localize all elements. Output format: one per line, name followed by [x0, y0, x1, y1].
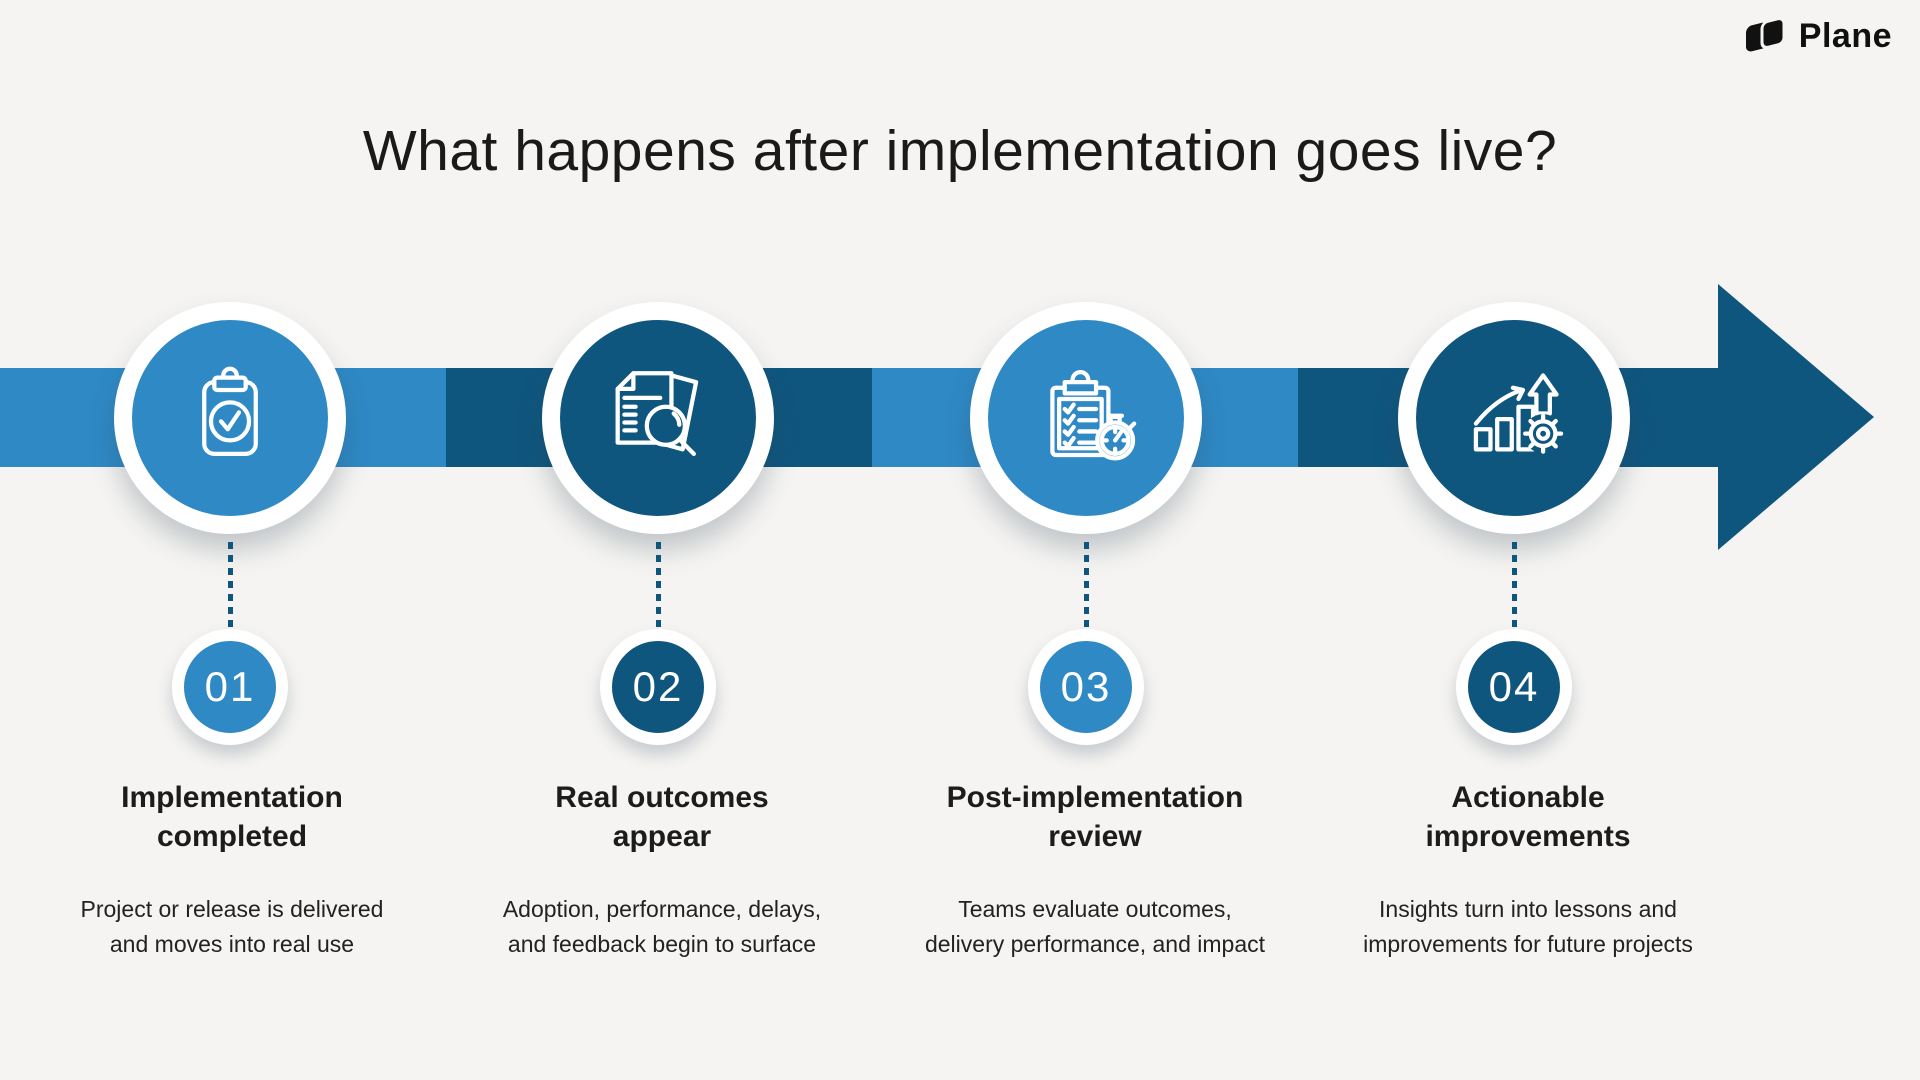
step-4-number-badge: 04 — [1456, 629, 1572, 745]
step-3-number: 03 — [1060, 663, 1112, 710]
step-1-number: 01 — [204, 663, 256, 710]
brand-logo: Plane — [1744, 16, 1892, 56]
step-2-number: 02 — [632, 663, 684, 710]
step-2-heading-line-1: Real outcomes — [555, 781, 769, 814]
step-3-description: Teams evaluate outcomes, delivery perfor… — [855, 892, 1335, 962]
step-4-number: 04 — [1488, 663, 1540, 710]
step-3-number-badge: 03 — [1028, 629, 1144, 745]
step-1-heading-line-1: Implementation — [121, 781, 343, 814]
step-4-connector — [1511, 542, 1517, 629]
step-4-desc-line-2: improvements for future projects — [1363, 931, 1693, 957]
step-3-desc-line-1: Teams evaluate outcomes, — [958, 896, 1232, 922]
step-4-heading-line-2: improvements — [1425, 820, 1631, 853]
step-1-heading-line-2: completed — [156, 820, 308, 853]
step-2-heading: Real outcomes appear — [422, 778, 902, 856]
step-2-number-badge: 02 — [600, 629, 716, 745]
brand-name: Plane — [1798, 16, 1892, 55]
timeline-arrowhead-icon — [1718, 284, 1874, 550]
step-3-heading-line-1: Post-implementation — [946, 781, 1244, 814]
step-3-connector — [1083, 542, 1089, 629]
step-3-heading-line-2: review — [1048, 820, 1142, 853]
step-1-connector — [227, 542, 233, 629]
step-4-heading: Actionable improvements — [1288, 778, 1768, 856]
step-2-desc-line-2: and feedback begin to surface — [507, 931, 817, 957]
step-3-heading: Post-implementation review — [855, 778, 1335, 856]
step-1-description: Project or release is delivered and move… — [0, 892, 472, 962]
step-3-desc-line-2: delivery performance, and impact — [924, 931, 1266, 957]
step-2-description: Adoption, performance, delays, and feedb… — [422, 892, 902, 962]
page-title: What happens after implementation goes l… — [362, 119, 1558, 183]
step-2-heading-line-2: appear — [612, 820, 712, 853]
step-1-desc-line-1: Project or release is delivered — [80, 896, 384, 922]
step-4-desc-line-1: Insights turn into lessons and — [1379, 896, 1677, 922]
step-4-heading-line-1: Actionable — [1451, 781, 1605, 814]
step-1-number-badge: 01 — [172, 629, 288, 745]
step-1-heading: Implementation completed — [0, 778, 472, 856]
timeline-band — [0, 368, 1755, 467]
step-1-desc-line-2: and moves into real use — [109, 931, 355, 957]
step-2-connector — [655, 542, 661, 629]
plane-logo-icon — [1745, 17, 1786, 52]
step-2-desc-line-1: Adoption, performance, delays, — [502, 896, 822, 922]
step-4-description: Insights turn into lessons and improveme… — [1288, 892, 1768, 962]
